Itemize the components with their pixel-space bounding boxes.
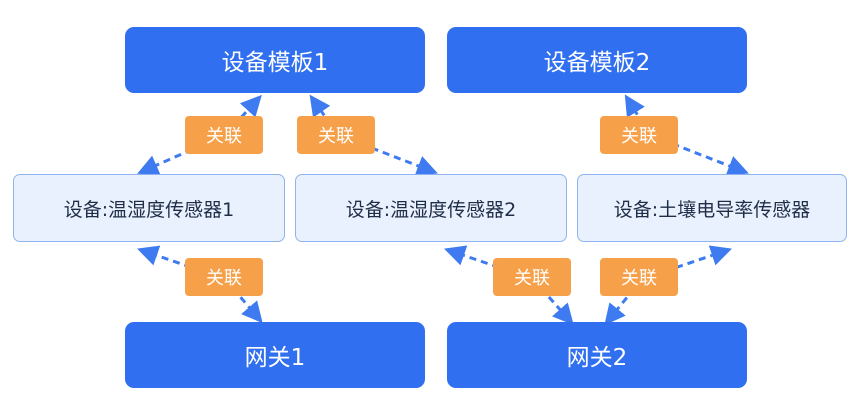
relation-tag-template1-device2: 关联 <box>297 116 375 154</box>
device-label-2: 设备:温湿度传感器2 <box>345 198 517 221</box>
relation-tag-gateway1-device1: 关联 <box>185 258 263 296</box>
relation-tag-label: 关联 <box>514 268 550 289</box>
device-box-1: 设备:温湿度传感器1 <box>13 174 285 242</box>
arrow-template1-to-device2 <box>309 94 340 136</box>
relation-tag-label: 关联 <box>318 126 354 147</box>
device-box-3: 设备:土壤电导率传感器 <box>577 174 847 242</box>
arrow-device3-to-gateway2 <box>604 278 644 326</box>
relation-tag-gateway2-device3: 关联 <box>600 258 678 296</box>
template-label-1: 设备模板1 <box>221 50 329 76</box>
device-label-3: 设备:土壤电导率传感器 <box>613 198 811 221</box>
device-label-1: 设备:温湿度传感器1 <box>63 198 235 221</box>
device-box-2: 设备:温湿度传感器2 <box>295 174 567 242</box>
arrow-template2-to-device3 <box>624 94 652 136</box>
template-label-2: 设备模板2 <box>543 50 651 76</box>
arrow-device2-to-gateway2 <box>531 278 574 326</box>
relation-tag-label: 关联 <box>206 126 242 147</box>
gateway-box-2: 网关2 <box>447 322 747 388</box>
relation-tag-label: 关联 <box>621 268 657 289</box>
template-box-1: 设备模板1 <box>125 27 425 93</box>
template-box-2: 设备模板2 <box>447 27 747 93</box>
relation-tag-label: 关联 <box>621 126 657 147</box>
relation-tag-gateway2-device2: 关联 <box>493 258 571 296</box>
gateway-label-1: 网关1 <box>244 345 306 371</box>
relation-tag-template2-device3: 关联 <box>600 116 678 154</box>
gateway-box-1: 网关1 <box>125 322 425 388</box>
relation-tag-template1-device1: 关联 <box>185 116 263 154</box>
relation-tag-label: 关联 <box>206 268 242 289</box>
arrow-device1-to-gateway1 <box>223 278 263 324</box>
gateway-label-2: 网关2 <box>566 345 628 371</box>
